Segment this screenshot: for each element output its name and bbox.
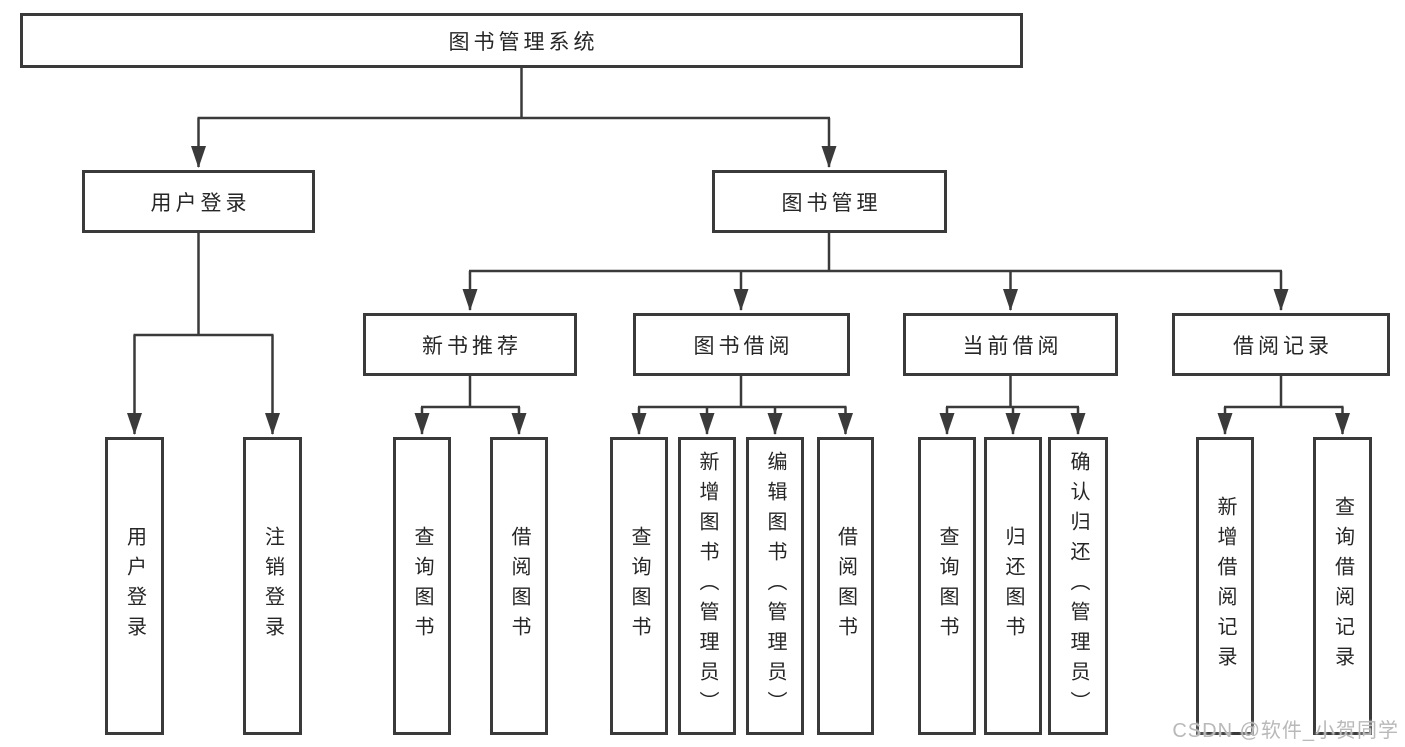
leaf-return-books-label: 归还图书 — [1002, 526, 1024, 646]
node-book-borrowing-label: 图书借阅 — [693, 334, 794, 358]
node-borrow-records-label: 借阅记录 — [1233, 334, 1333, 358]
leaf-query-books-current-label: 查询图书 — [936, 526, 958, 646]
leaf-user-login-label: 用户登录 — [123, 526, 146, 646]
node-new-book-recommend: 新书推荐 — [363, 313, 577, 376]
leaf-query-books-current: 查询图书 — [918, 437, 976, 735]
leaf-user-login: 用户登录 — [105, 437, 164, 735]
leaf-query-books-recommend-label: 查询图书 — [411, 526, 433, 646]
node-book-management: 图书管理 — [712, 170, 947, 233]
node-library-system: 图书管理系统 — [20, 13, 1023, 68]
leaf-borrow-books: 借阅图书 — [817, 437, 874, 735]
leaf-return-books: 归还图书 — [984, 437, 1042, 735]
node-current-borrowing-label: 当前借阅 — [962, 334, 1063, 358]
leaf-confirm-return-admin-label: 确认归还（管理员） — [1067, 451, 1089, 721]
leaf-add-borrow-record: 新增借阅记录 — [1196, 437, 1254, 735]
leaf-edit-books-admin: 编辑图书（管理员） — [746, 437, 804, 735]
leaf-query-borrow-record: 查询借阅记录 — [1313, 437, 1372, 735]
node-borrow-records: 借阅记录 — [1172, 313, 1390, 376]
leaf-query-books-borrowing-label: 查询图书 — [628, 526, 650, 646]
node-user-login-label: 用户登录 — [150, 191, 251, 215]
node-book-management-label: 图书管理 — [781, 191, 882, 215]
leaf-borrow-books-recommend-label: 借阅图书 — [508, 526, 530, 646]
leaf-query-books-borrowing: 查询图书 — [610, 437, 668, 735]
leaf-add-books-admin: 新增图书（管理员） — [678, 437, 736, 735]
leaf-logout-label: 注销登录 — [261, 526, 284, 646]
leaf-borrow-books-label: 借阅图书 — [834, 526, 857, 646]
node-current-borrowing: 当前借阅 — [903, 313, 1118, 376]
leaf-borrow-books-recommend: 借阅图书 — [490, 437, 548, 735]
csdn-watermark: CSDN @软件_小贺同学 — [1172, 720, 1399, 742]
node-library-system-label: 图书管理系统 — [448, 30, 599, 54]
node-new-book-recommend-label: 新书推荐 — [422, 334, 522, 358]
node-user-login: 用户登录 — [82, 170, 315, 233]
leaf-logout: 注销登录 — [243, 437, 302, 735]
leaf-confirm-return-admin: 确认归还（管理员） — [1048, 437, 1108, 735]
leaf-add-books-admin-label: 新增图书（管理员） — [696, 451, 718, 721]
leaf-edit-books-admin-label: 编辑图书（管理员） — [764, 451, 786, 721]
node-book-borrowing: 图书借阅 — [633, 313, 850, 376]
leaf-query-books-recommend: 查询图书 — [393, 437, 451, 735]
leaf-query-borrow-record-label: 查询借阅记录 — [1331, 496, 1354, 676]
leaf-add-borrow-record-label: 新增借阅记录 — [1214, 496, 1236, 676]
